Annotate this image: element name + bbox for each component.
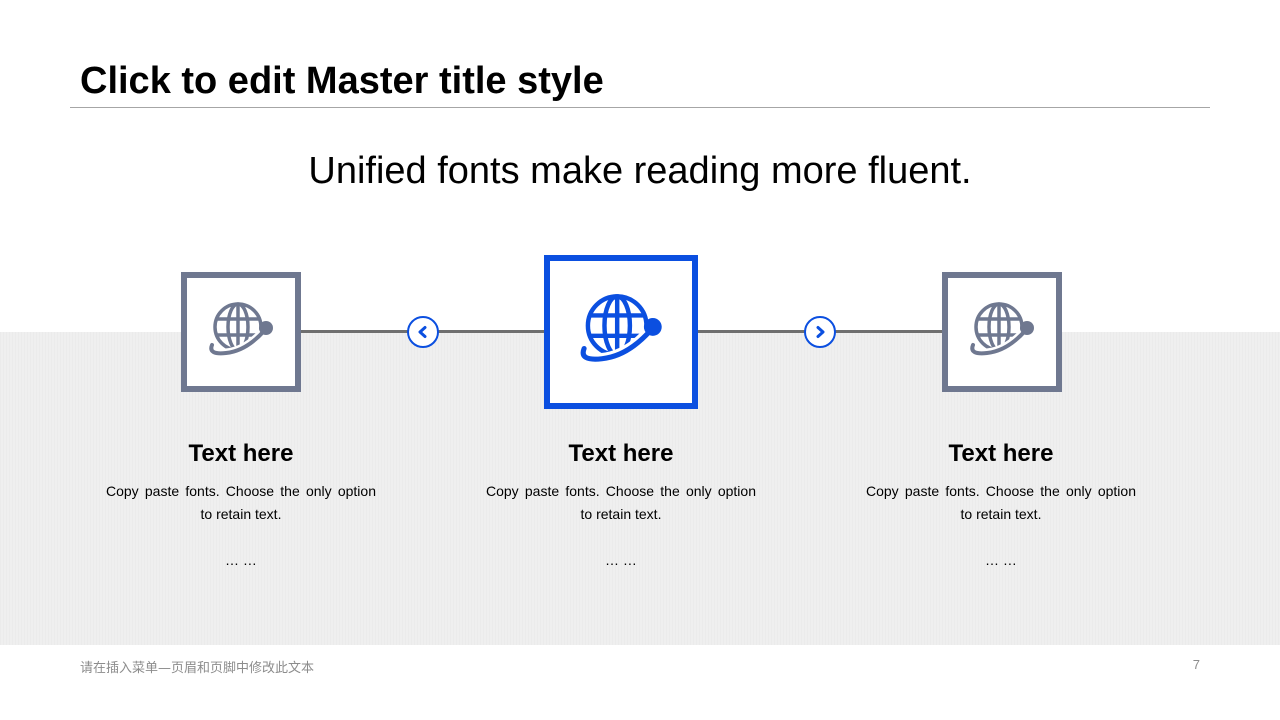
footer-text[interactable]: 请在插入菜单—页眉和页脚中修改此文本	[80, 661, 315, 676]
step-2-icon-box[interactable]	[544, 255, 698, 409]
globe-icon	[577, 294, 662, 365]
prev-arrow-button[interactable]	[407, 316, 439, 348]
step-2-text: Text here Copy paste fonts. Choose the o…	[471, 438, 771, 568]
step-3-body[interactable]: Copy paste fonts. Choose the only option…	[866, 483, 1136, 522]
step-3-icon-box[interactable]	[942, 272, 1062, 392]
slide-title[interactable]: Click to edit Master title style	[80, 60, 604, 102]
next-arrow-button[interactable]	[804, 316, 836, 348]
step-1-heading[interactable]: Text here	[188, 440, 294, 467]
page-number: 7	[1192, 657, 1200, 672]
chevron-right-icon	[816, 326, 825, 338]
step-3-heading[interactable]: Text here	[948, 440, 1054, 467]
slide-subtitle[interactable]: Unified fonts make reading more fluent.	[308, 150, 972, 192]
title-divider	[70, 107, 1210, 108]
step-2-body[interactable]: Copy paste fonts. Choose the only option…	[486, 483, 756, 522]
globe-icon	[967, 302, 1034, 358]
step-3-text: Text here Copy paste fonts. Choose the o…	[851, 438, 1151, 568]
step-3-ellipsis[interactable]: … …	[985, 552, 1017, 568]
step-1-icon-box[interactable]	[181, 272, 301, 392]
chevron-left-icon	[418, 326, 427, 338]
step-2-ellipsis[interactable]: … …	[605, 552, 637, 568]
step-1-text: Text here Copy paste fonts. Choose the o…	[91, 438, 391, 568]
globe-icon	[206, 302, 273, 358]
step-1-body[interactable]: Copy paste fonts. Choose the only option…	[106, 483, 376, 522]
step-1-ellipsis[interactable]: … …	[225, 552, 257, 568]
step-2-heading[interactable]: Text here	[568, 440, 674, 467]
